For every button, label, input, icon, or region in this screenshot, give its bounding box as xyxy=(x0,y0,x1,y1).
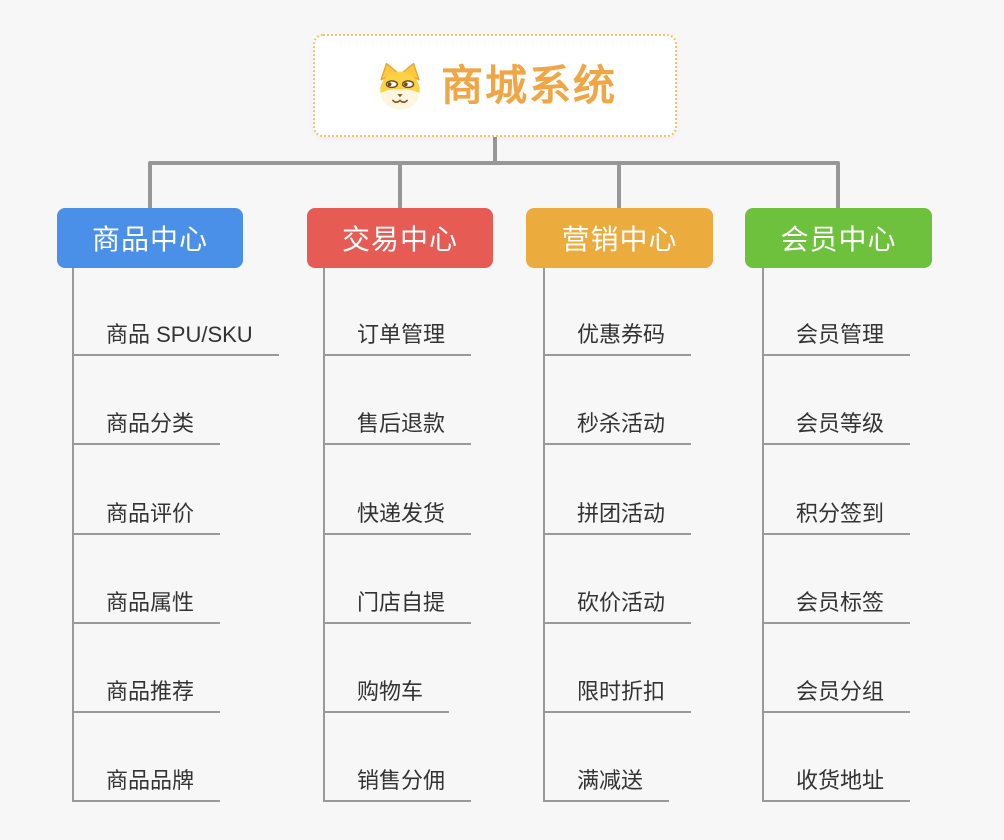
leaf-node[interactable]: 商品品牌 xyxy=(74,768,221,802)
branch-trade-center[interactable]: 交易中心 xyxy=(307,208,493,268)
leaf-node[interactable]: 秒杀活动 xyxy=(545,411,692,445)
branch-product-center[interactable]: 商品中心 xyxy=(57,208,243,268)
dog-face-icon xyxy=(380,62,420,109)
leaf-node[interactable]: 满减送 xyxy=(545,768,670,802)
leaf-node[interactable]: 收货地址 xyxy=(764,768,911,802)
leaf-node[interactable]: 限时折扣 xyxy=(545,679,692,713)
branch-label: 会员中心 xyxy=(780,224,897,255)
branch-marketing-center[interactable]: 营销中心 xyxy=(526,208,713,268)
connector-root-drop xyxy=(493,135,497,163)
leaf-node[interactable]: 会员等级 xyxy=(764,411,911,445)
leaf-node[interactable]: 拼团活动 xyxy=(545,501,692,535)
leaf-node[interactable]: 会员标签 xyxy=(764,590,911,624)
connector-drop-3 xyxy=(617,163,621,208)
leaf-node[interactable]: 优惠券码 xyxy=(545,322,692,356)
root-title: 商城系统 xyxy=(440,61,617,109)
branch-trade-children: 订单管理 售后退款 快递发货 门店自提 购物车 销售分佣 xyxy=(323,268,472,802)
leaf-node[interactable]: 订单管理 xyxy=(325,322,472,356)
branch-member-center[interactable]: 会员中心 xyxy=(745,208,932,268)
root-node[interactable]: 商城系统 xyxy=(313,34,677,137)
leaf-node[interactable]: 会员分组 xyxy=(764,679,911,713)
leaf-node[interactable]: 砍价活动 xyxy=(545,590,692,624)
leaf-node[interactable]: 销售分佣 xyxy=(325,768,472,802)
leaf-node[interactable]: 售后退款 xyxy=(325,411,472,445)
leaf-node[interactable]: 购物车 xyxy=(325,679,450,713)
leaf-node[interactable]: 会员管理 xyxy=(764,322,911,356)
leaf-node[interactable]: 商品推荐 xyxy=(74,679,221,713)
branch-label: 交易中心 xyxy=(341,224,458,255)
leaf-node[interactable]: 商品评价 xyxy=(74,501,221,535)
connector-drop-4 xyxy=(836,163,840,208)
leaf-node[interactable]: 积分签到 xyxy=(764,501,911,535)
leaf-node[interactable]: 商品 SPU/SKU xyxy=(74,322,279,356)
connector-drop-1 xyxy=(148,163,152,208)
connector-bus xyxy=(148,161,840,165)
leaf-node[interactable]: 商品分类 xyxy=(74,411,221,445)
leaf-node[interactable]: 商品属性 xyxy=(74,590,221,624)
branch-marketing-children: 优惠券码 秒杀活动 拼团活动 砍价活动 限时折扣 满减送 xyxy=(543,268,692,802)
leaf-node[interactable]: 门店自提 xyxy=(325,590,472,624)
branch-label: 营销中心 xyxy=(561,224,678,255)
branch-product-children: 商品 SPU/SKU 商品分类 商品评价 商品属性 商品推荐 商品品牌 xyxy=(72,268,279,802)
leaf-node[interactable]: 快递发货 xyxy=(325,501,472,535)
branch-label: 商品中心 xyxy=(91,224,208,255)
connector-drop-2 xyxy=(398,163,402,208)
branch-member-children: 会员管理 会员等级 积分签到 会员标签 会员分组 收货地址 xyxy=(762,268,911,802)
